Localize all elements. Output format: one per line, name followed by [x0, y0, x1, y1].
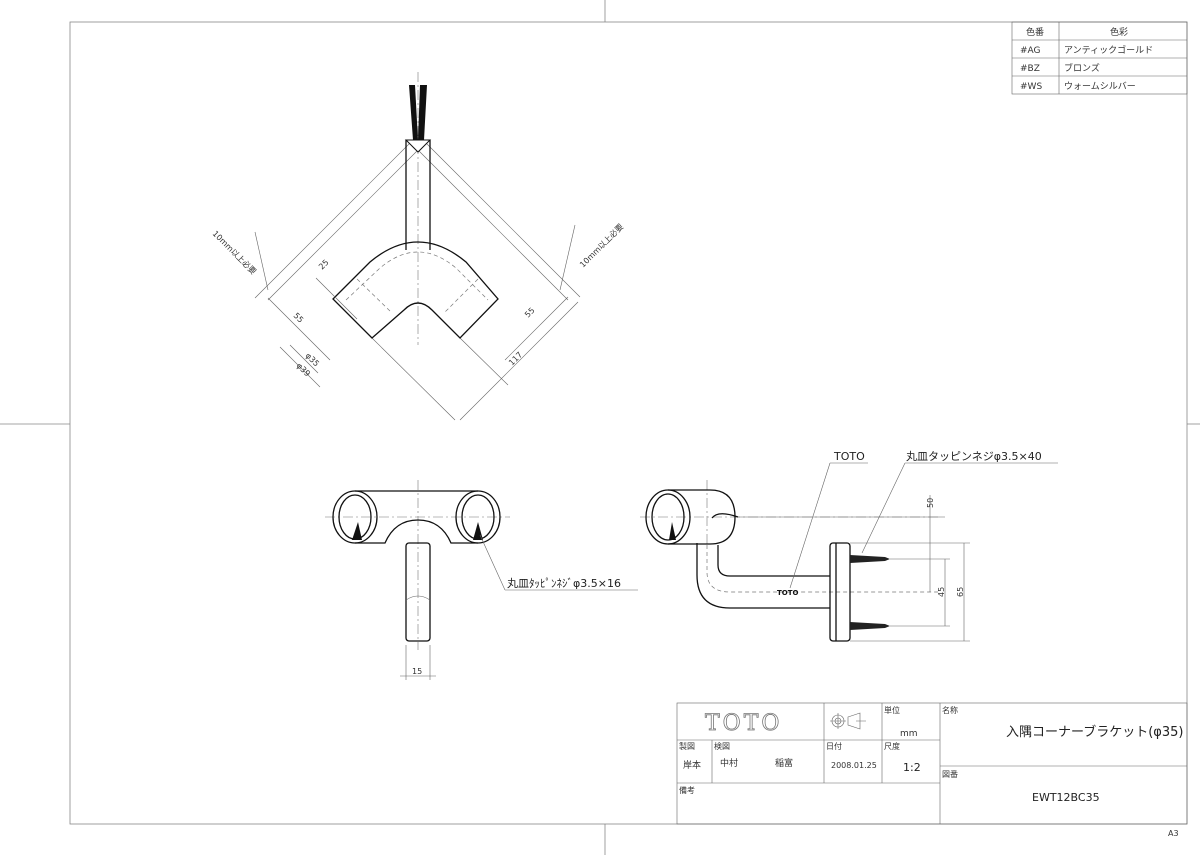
checked-by-2: 稲富 — [775, 757, 793, 769]
clearance-right-label: 10mm以上必要 — [577, 221, 625, 269]
dim-phi39: φ39 — [295, 361, 312, 378]
toto-logo: TOTO — [705, 711, 782, 736]
screw-icon — [669, 522, 676, 540]
side-screw-label: 丸皿タッピンネジφ3.5×40 — [906, 450, 1042, 463]
checked-by-1: 中村 — [720, 757, 738, 769]
dim-45: 45 — [937, 587, 946, 597]
unit-value: mm — [900, 729, 918, 739]
checked-label: 検図 — [714, 741, 730, 751]
color-name: ウォームシルバー — [1064, 81, 1136, 92]
date-value: 2008.01.25 — [831, 761, 877, 770]
dim-25: 25 — [317, 258, 331, 272]
scale-label: 尺度 — [884, 741, 900, 751]
name-label: 名称 — [942, 705, 958, 715]
wood-screw-icon — [850, 555, 890, 630]
title-block: TOTO 単位 mm 名称 入隅コーナーブラケット(φ35) 製図 岸本 検図 … — [676, 702, 1188, 825]
drawn-by: 岸本 — [683, 759, 701, 771]
drawn-label: 製図 — [679, 741, 695, 751]
unit-label: 単位 — [884, 705, 900, 715]
clearance-left-label: 10mm以上必要 — [211, 228, 259, 276]
color-name: アンティックゴールド — [1064, 44, 1153, 56]
scale-value: 1:2 — [903, 761, 921, 774]
color-table-header-name: 色彩 — [1110, 26, 1128, 38]
toto-callout: TOTO — [833, 450, 865, 463]
dim-15: 15 — [412, 667, 422, 676]
color-table-header-code: 色番 — [1026, 26, 1044, 38]
dim-50: 50 — [926, 498, 935, 508]
color-name: ブロンズ — [1064, 62, 1100, 74]
part-name: 入隅コーナーブラケット(φ35) — [1006, 724, 1183, 740]
screw-icon — [409, 85, 427, 140]
front-view: 15 丸皿ﾀｯﾋﾟﾝﾈｼﾞφ3.5×16 — [325, 480, 638, 680]
dim-117: 117 — [507, 350, 524, 367]
front-screw-label: 丸皿ﾀｯﾋﾟﾝﾈｼﾞφ3.5×16 — [507, 577, 621, 590]
third-angle-projection-icon — [830, 712, 866, 730]
color-code: #WS — [1020, 82, 1042, 92]
sheet-size-label: A3 — [1168, 829, 1179, 838]
dim-55-right: 55 — [523, 306, 537, 320]
color-code: #AG — [1020, 46, 1041, 56]
side-view: TOTO TOTO 丸皿タッピンネジφ3.5×40 50 45 65 — [640, 450, 1058, 642]
date-label: 日付 — [826, 741, 842, 751]
toto-logo-mark: TOTO — [777, 589, 799, 597]
dim-65: 65 — [956, 587, 965, 597]
drawing-no: EWT12BC35 — [1032, 791, 1100, 804]
color-table: 色番 色彩 #AG アンティックゴールド #BZ ブロンズ #WS ウォームシル… — [1011, 21, 1188, 95]
dim-55-left: 55 — [292, 311, 306, 325]
color-code: #BZ — [1020, 64, 1040, 74]
drawing-no-label: 図番 — [942, 769, 958, 779]
remarks-label: 備考 — [679, 785, 695, 795]
top-view: 10mm以上必要 10mm以上必要 25 55 55 φ35 φ39 117 — [211, 72, 625, 421]
